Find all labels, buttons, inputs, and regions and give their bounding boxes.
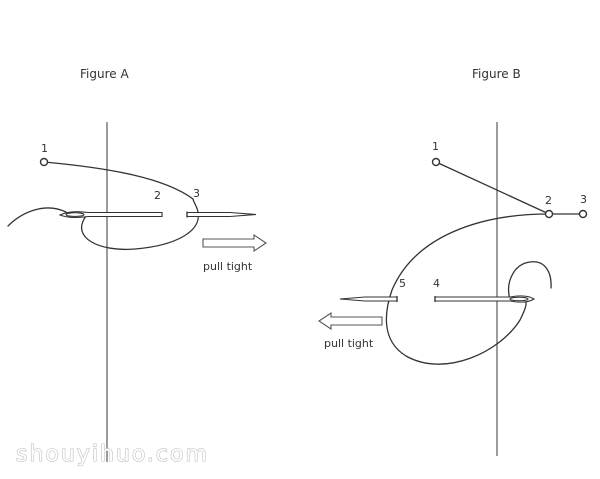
figure-b-thread-tail: [508, 261, 552, 301]
figure-b-needle-eye: [509, 296, 529, 302]
figure-a-thread-tail: [7, 207, 67, 227]
figure-b-left-arrow-icon: [318, 311, 383, 331]
figure-b-point-5-label: 5: [399, 277, 406, 290]
figure-a-thread-top: [43, 161, 194, 200]
figure-b-point-2-label: 2: [545, 194, 552, 207]
figure-b-pull-label: pull tight: [324, 337, 374, 350]
figure-a-title: Figure A: [80, 67, 129, 81]
figure-b-point-1-label: 1: [432, 140, 439, 153]
figure-b-thread-loop: [385, 213, 550, 365]
figure-a-pull-label: pull tight: [203, 260, 253, 273]
figure-a-needle-eye: [65, 212, 85, 217]
figure-a-thread-loop: [80, 198, 199, 251]
figure-a-needle-right: [186, 211, 257, 218]
figure-a-right-arrow-icon: [202, 233, 267, 253]
figure-a-point-3-label: 3: [193, 187, 200, 200]
figure-b-point-1-marker: [431, 157, 441, 167]
figure-b-needle-left: [339, 296, 398, 302]
figure-b-title: Figure B: [472, 67, 521, 81]
figure-a: Figure A 1 2 3 pull tight: [7, 67, 267, 462]
figure-b-point-4-label: 4: [433, 277, 440, 290]
figure-b-point-3-marker: [578, 209, 588, 219]
figure-b-point-2-marker: [544, 209, 554, 219]
figure-a-point-2-label: 2: [154, 189, 161, 202]
figure-b-needle-right: [434, 295, 536, 303]
figure-a-point-1-marker: [39, 157, 49, 167]
watermark-text: shouyihuo.com: [16, 442, 209, 467]
figure-a-point-1-label: 1: [41, 142, 48, 155]
figure-b-thread-1-2: [435, 161, 550, 215]
figure-a-needle-left: [58, 211, 163, 219]
figure-b: Figure B 1 2 3: [318, 67, 588, 456]
figure-b-point-3-label: 3: [580, 193, 587, 206]
